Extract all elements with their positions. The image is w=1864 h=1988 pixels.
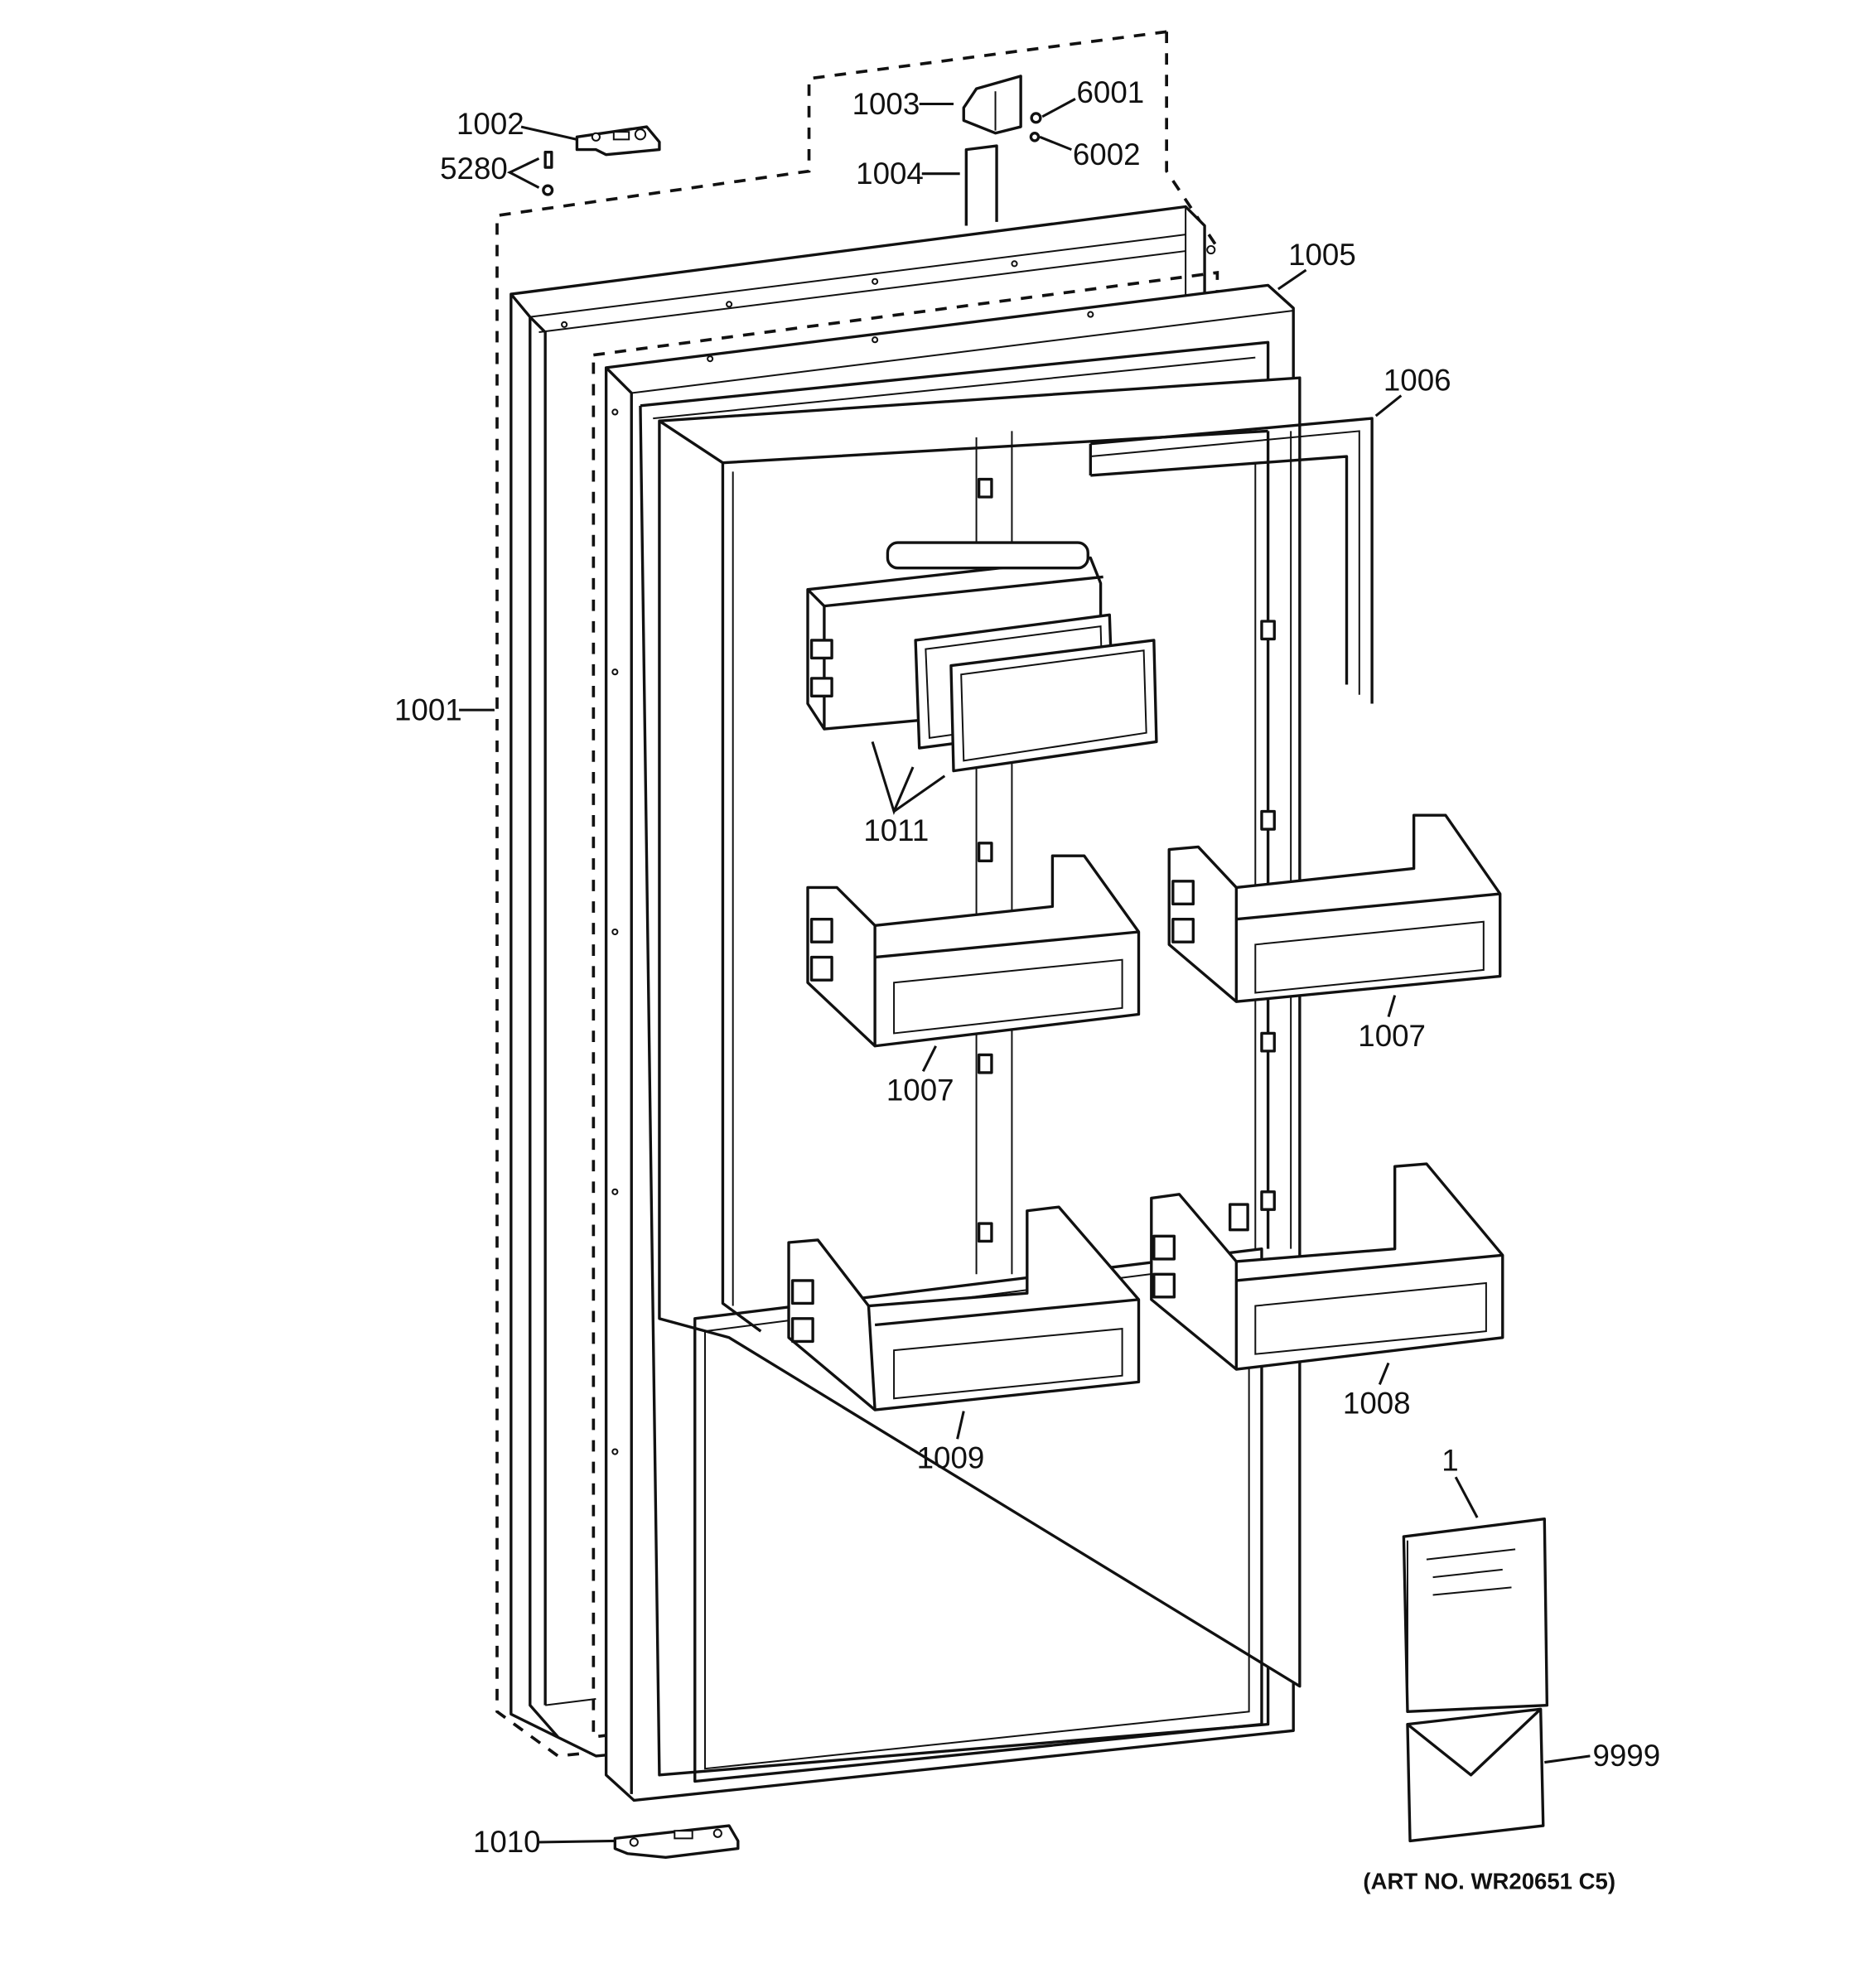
callout-1005: 1005 [1288, 238, 1356, 272]
hinge-bracket-1003 [962, 75, 1042, 142]
callout-1002: 1002 [456, 107, 524, 141]
art-number: (ART NO. WR20651 C5) [1363, 1869, 1615, 1894]
hinge-bottom-1010 [613, 1824, 740, 1860]
callout-1007-right: 1007 [1358, 1019, 1426, 1053]
hinge-pin-5280 [542, 150, 554, 196]
callout-1009: 1009 [917, 1440, 985, 1474]
door-bin-1007-left [806, 854, 1141, 1048]
callout-1008: 1008 [1343, 1387, 1411, 1421]
door-bin-1007-right [1167, 813, 1502, 1003]
callout-6001: 6001 [1076, 75, 1144, 109]
callout-1011: 1011 [863, 813, 929, 847]
callout-1010: 1010 [473, 1825, 541, 1859]
callout-1001: 1001 [394, 692, 462, 726]
owners-manual [1402, 1517, 1549, 1714]
callout-1006: 1006 [1384, 363, 1451, 397]
callout-1004: 1004 [856, 157, 924, 191]
hinge-top-1002 [575, 125, 661, 157]
door-bin-1008 [1150, 1162, 1504, 1371]
door-bin-1009 [787, 1205, 1141, 1411]
callout-6002: 6002 [1073, 138, 1141, 171]
dairy-compartment [806, 541, 1158, 773]
leader-lines [459, 98, 1591, 1844]
callout-1: 1 [1441, 1444, 1458, 1478]
callout-1007-left: 1007 [886, 1074, 954, 1107]
callout-1003: 1003 [852, 87, 920, 121]
callout-9999: 9999 [1592, 1739, 1660, 1773]
callout-5280: 5280 [440, 152, 508, 186]
hinge-cover-1004 [964, 144, 998, 226]
literature-envelope [1406, 1707, 1545, 1843]
